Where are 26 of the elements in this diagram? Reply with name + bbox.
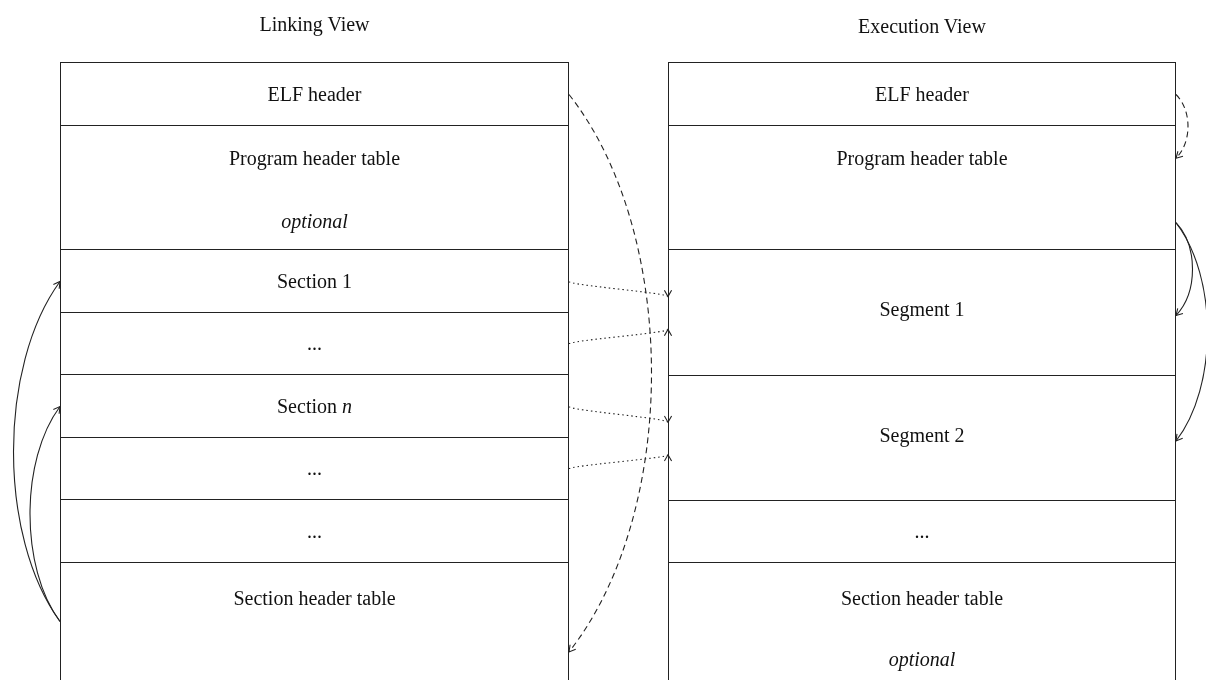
region-label: ELF header	[267, 82, 362, 106]
curved-arrow	[29, 405, 61, 623]
view-title: Execution View	[858, 15, 986, 37]
dashed-arrow	[568, 93, 653, 653]
region-label: Segment 1	[879, 297, 965, 321]
region-label: Section n	[277, 394, 352, 418]
dashed-arrow	[1175, 93, 1189, 159]
dotted-arrow	[568, 453, 669, 470]
optional-note: optional	[888, 647, 956, 671]
optional-note: optional	[281, 209, 348, 233]
region-label: ...	[307, 519, 322, 543]
region-label: ...	[914, 519, 930, 543]
region-label: Program header table	[836, 146, 1008, 170]
region-label: ...	[307, 456, 322, 480]
region-label: Segment 2	[879, 423, 965, 447]
region-label: Section 1	[277, 269, 352, 293]
region-label: Program header table	[228, 146, 400, 170]
dotted-arrow	[568, 405, 669, 423]
region-label: Section header table	[233, 586, 396, 610]
view-title: Linking View	[259, 13, 370, 35]
region-label: ELF header	[875, 82, 969, 106]
region-label: Section header table	[840, 586, 1004, 610]
region-label: ...	[307, 331, 322, 355]
dotted-arrow	[568, 280, 669, 298]
curved-arrow	[1175, 222, 1206, 442]
dotted-arrow	[568, 328, 669, 345]
